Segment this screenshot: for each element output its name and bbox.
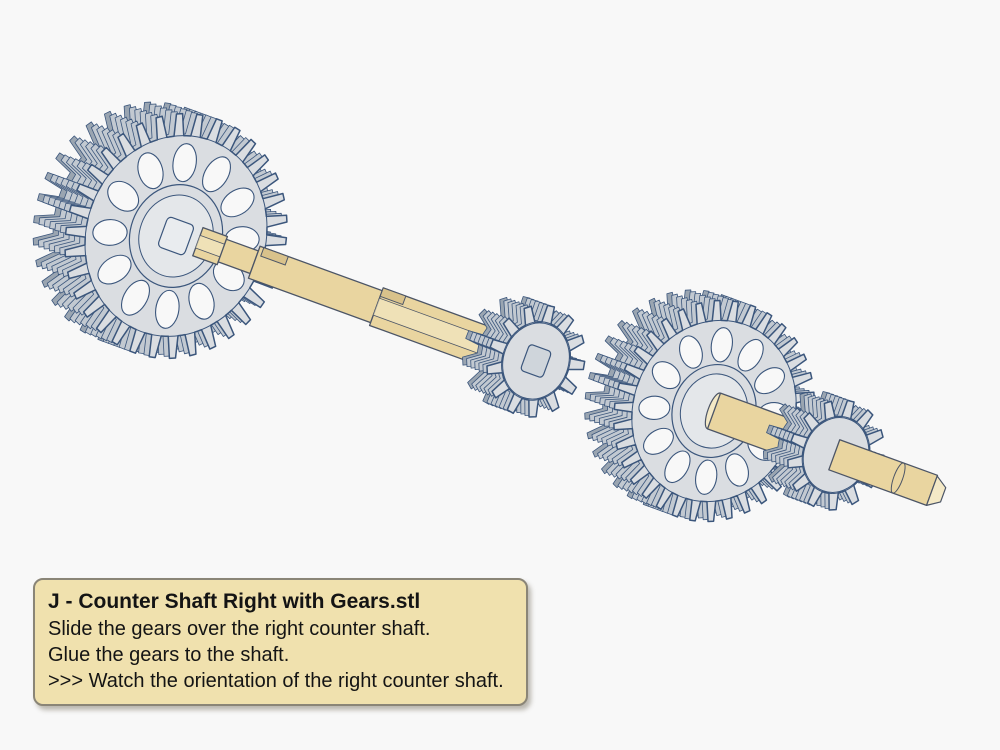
large-gear-right	[554, 262, 845, 550]
pinion-gear-left	[447, 282, 600, 430]
instruction-title: J - Counter Shaft Right with Gears.stl	[48, 590, 421, 613]
counter-shaft-right-tip	[829, 440, 949, 510]
counter-shaft-left	[191, 223, 534, 380]
instruction-line-3: >>> Watch the orientation of the right c…	[48, 670, 504, 692]
instruction-line-1: Slide the gears over the right counter s…	[48, 618, 431, 640]
instruction-box: J - Counter Shaft Right with Gears.stl S…	[33, 578, 528, 706]
large-gear-left	[0, 71, 321, 390]
pinion-gear-right	[748, 377, 899, 523]
instruction-line-2: Glue the gears to the shaft.	[48, 644, 290, 666]
